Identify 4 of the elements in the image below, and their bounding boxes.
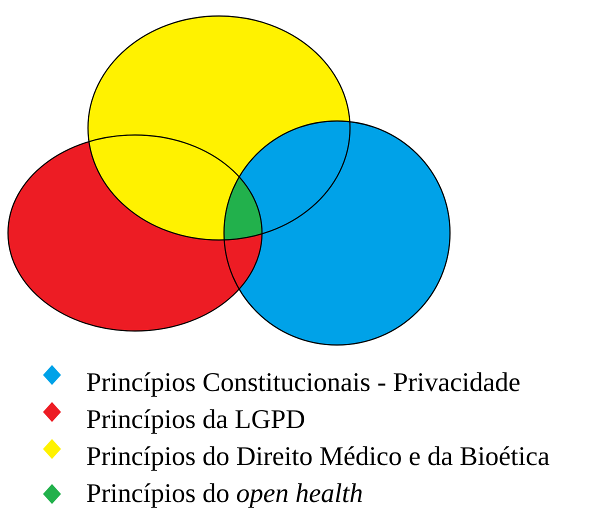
legend-text: Princípios do open health [86,483,362,508]
legend-text: Princípios do Direito Médico e da Bioética [86,446,550,471]
legend-text: Princípios Constitucionais - Privacidade [86,372,520,397]
legend-text: Princípios da LGPD [86,409,304,434]
